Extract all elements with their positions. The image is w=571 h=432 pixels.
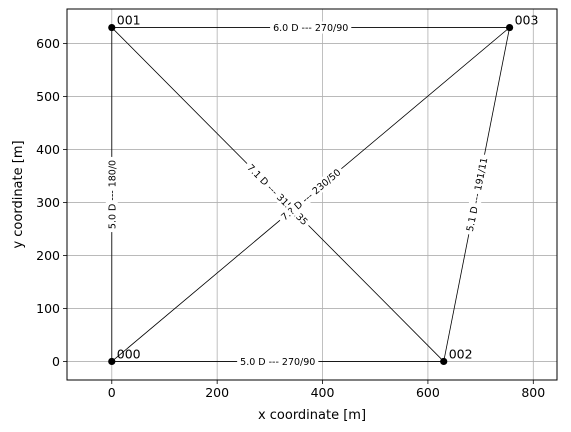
station-label: 000 — [117, 346, 141, 361]
station-label: 002 — [449, 346, 473, 361]
edge-label: 5.0 D --- 270/90 — [240, 357, 315, 368]
edge-label-background — [105, 156, 118, 233]
edge-label: 7.? D --- 230/50 — [279, 167, 343, 223]
station-point — [108, 23, 116, 32]
station-point — [440, 357, 448, 366]
station-label: 001 — [117, 13, 141, 28]
x-axis-ticks: 0 200 400 600 800 — [108, 380, 545, 400]
edge-label-background — [462, 153, 491, 236]
edge-labels: 5.0 D --- 270/90 6.0 D --- 270/90 5.0 D --… — [105, 21, 491, 368]
edge-label-group: 5.1 D --- 191/11 — [462, 153, 491, 236]
y-tick-label: 500 — [36, 89, 60, 104]
edge-label: 6.0 D --- 270/90 — [273, 23, 348, 34]
point-labels: 000 001 002 003 — [117, 13, 539, 362]
x-tick-label: 400 — [311, 385, 335, 400]
y-tick-label: 300 — [36, 195, 60, 210]
edge-label-background — [237, 355, 319, 368]
plot-frame — [66, 8, 558, 381]
x-tick-label: 0 — [108, 385, 116, 400]
x-tick-label: 200 — [205, 385, 229, 400]
y-tick-label: 600 — [36, 36, 60, 51]
station-label: 003 — [515, 13, 539, 28]
edge-label-group: 5.0 D --- 180/0 — [105, 156, 118, 233]
edge-label-background — [276, 164, 346, 225]
edge-label-group: 5.0 D --- 270/90 — [237, 355, 319, 368]
station-point — [505, 23, 514, 32]
edge-label-background — [270, 21, 352, 34]
edge-label-group: 7.? D --- 230/50 — [276, 164, 346, 225]
y-axis-ticks: 0 100 200 300 400 500 600 — [36, 36, 67, 369]
station-point — [108, 357, 116, 366]
points — [108, 23, 514, 366]
x-axis-label: x coordinate [m] — [258, 408, 366, 423]
x-tick-label: 800 — [521, 385, 545, 400]
y-tick-label: 100 — [36, 301, 60, 316]
edge-label: 5.0 D --- 180/0 — [107, 160, 118, 229]
y-tick-label: 400 — [36, 142, 60, 157]
edge-label-group: 6.0 D --- 270/90 — [270, 21, 352, 34]
x-tick-label: 600 — [416, 385, 440, 400]
y-tick-label: 200 — [36, 248, 60, 263]
y-tick-label: 0 — [52, 354, 60, 369]
edge-label: 5.1 D --- 191/11 — [465, 157, 490, 233]
y-axis-label: y coordinate [m] — [11, 140, 26, 248]
edge-label: 7.1 D --- 315/135 — [245, 163, 310, 228]
